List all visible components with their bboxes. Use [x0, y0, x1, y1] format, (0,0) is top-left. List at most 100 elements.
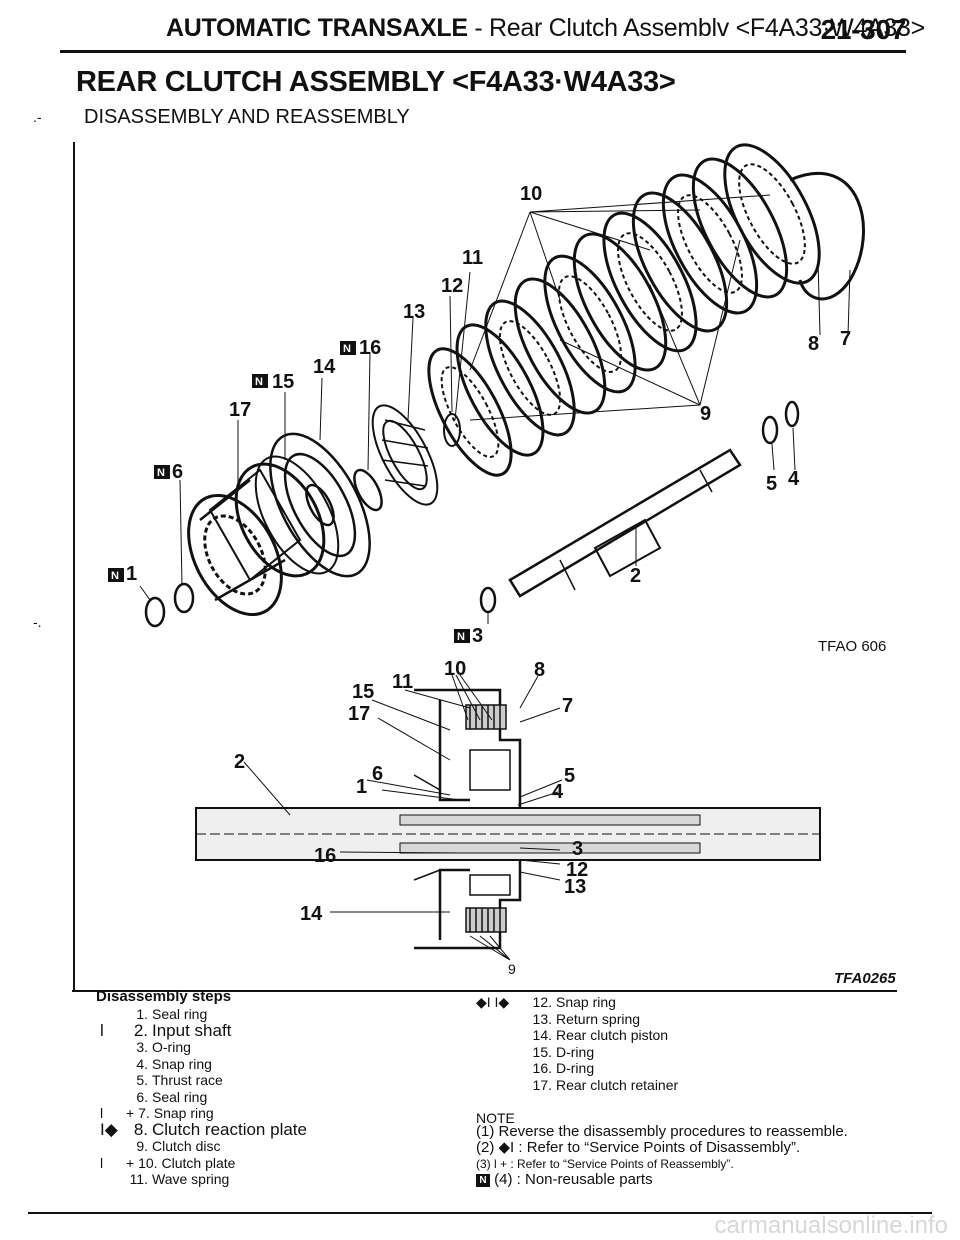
- step-16: 16.D-ring: [532, 1060, 595, 1076]
- seal-ring-6: [173, 582, 195, 614]
- section-label-6: 6: [372, 763, 383, 785]
- note-4: N (4) : Non-reusable parts: [476, 1172, 848, 1188]
- snap-ring-7: [789, 172, 865, 301]
- label-3: 3: [472, 625, 483, 647]
- section-label-3: 3: [572, 838, 583, 860]
- non-reusable-badge-1: N: [108, 568, 124, 582]
- step-1: 1.Seal ring: [136, 1006, 208, 1022]
- footer-rule: [28, 1212, 932, 1214]
- cross-section-housing: [413, 688, 522, 950]
- label-12: 12: [441, 275, 463, 297]
- label-13: 13: [403, 301, 425, 323]
- section-view-labels: 11 10 8 15 17 7 2 6 1 5 4 16 3 12 13 14 …: [234, 658, 588, 977]
- note-3: (3) l + : Refer to “Service Points of Re…: [476, 1157, 734, 1171]
- section-label-9: 9: [508, 961, 516, 977]
- page-header: AUTOMATIC TRANSAXLE - Rear Clutch Assemb…: [166, 14, 925, 50]
- note-heading: NOTE: [476, 1110, 515, 1126]
- non-reusable-icon: N: [476, 1173, 490, 1187]
- page-title: REAR CLUTCH ASSEMBLY <F4A33·W4A33>: [76, 66, 676, 98]
- step-15: 15.D-ring: [532, 1043, 595, 1060]
- label-9: 9: [700, 403, 711, 425]
- section-label-10: 10: [444, 658, 466, 680]
- section-label-16: 16: [314, 845, 336, 867]
- note-1: (1) Reverse the disassembly procedures t…: [476, 1123, 848, 1140]
- section-label-13: 13: [564, 876, 586, 898]
- page-number: 21-307: [820, 14, 907, 45]
- label-6: 6: [172, 461, 183, 483]
- section-leader-lines: [243, 674, 563, 961]
- figure-frame-bottom: [72, 990, 897, 992]
- return-spring: [371, 404, 439, 506]
- notes-list: (1) Reverse the disassembly procedures t…: [476, 1124, 848, 1188]
- step-17: 17.Rear clutch retainer: [532, 1076, 679, 1093]
- non-reusable-badge-15: N: [252, 374, 268, 388]
- step-10: l+ 10.Clutch plate: [100, 1154, 236, 1171]
- svg-text:N: N: [111, 570, 119, 582]
- section-label-15: 15: [352, 681, 374, 703]
- header-rule: [60, 50, 906, 53]
- label-1: 1: [126, 563, 137, 585]
- header-subject: Rear Clutch Assemblv <F4A33·W4A33>: [489, 14, 925, 42]
- section-label-2: 2: [234, 751, 245, 773]
- section-label-11: 11: [392, 671, 413, 693]
- step-6: 6.Seal ring: [136, 1088, 208, 1105]
- svg-text:N: N: [157, 467, 165, 479]
- step-4: 4.Snap ring: [136, 1055, 212, 1072]
- exploded-leader-lines: [139, 194, 851, 624]
- non-reusable-badge-16: N: [340, 341, 356, 355]
- figure-code-exploded: TFAO 606: [818, 638, 887, 655]
- label-15: 15: [272, 371, 294, 393]
- step-12: ◆I I◆12.Snap ring: [476, 994, 616, 1010]
- label-8: 8: [808, 333, 819, 355]
- exploded-view-labels: 10 11 12 13 16 14 15 17 6 1 8 7 9 5 4 2 …: [126, 183, 851, 647]
- step-11: 11.Wave spring: [129, 1171, 230, 1187]
- step-13: 13.Return spring: [532, 1010, 641, 1027]
- cross-section-shaft: [195, 807, 821, 861]
- label-7: 7: [840, 328, 851, 350]
- steps-heading: Disassembly steps: [96, 988, 232, 1005]
- rear-clutch-retainer: [187, 462, 326, 617]
- non-reusable-badge-6: N: [154, 465, 170, 479]
- figure-code-section: TFA0265: [834, 970, 896, 987]
- step-5: 5.Thrust race: [136, 1072, 223, 1088]
- note-2: (2) ◆I : Refer to “Service Points of Dis…: [476, 1139, 801, 1156]
- label-16: 16: [359, 337, 381, 359]
- step-9: 9.Clutch disc: [136, 1138, 221, 1154]
- section-label-14: 14: [300, 903, 323, 925]
- label-2: 2: [630, 565, 641, 587]
- section-label-1: 1: [356, 776, 367, 798]
- section-label-12: 12: [566, 859, 588, 881]
- non-reusable-badge-3: N: [454, 629, 470, 643]
- seal-ring-1: [144, 596, 166, 628]
- watermark: carmanualsonline.info: [714, 1212, 948, 1239]
- d-ring-15: [254, 455, 340, 575]
- svg-text:N: N: [343, 343, 351, 355]
- rear-clutch-piston: [269, 432, 371, 578]
- label-14: 14: [313, 356, 336, 378]
- thrust-race-5: [761, 415, 779, 445]
- margin-mark-middle: -.: [33, 614, 42, 630]
- input-shaft: [508, 448, 742, 598]
- label-10: 10: [520, 183, 542, 205]
- figure-frame-left: [73, 142, 75, 990]
- header-section: AUTOMATIC TRANSAXLE: [166, 14, 468, 42]
- clutch-pack-plates: [427, 143, 821, 477]
- section-label-17: 17: [348, 703, 370, 725]
- step-14: 14.Rear clutch piston: [532, 1027, 669, 1043]
- header-dash: -: [474, 14, 483, 42]
- label-4: 4: [788, 468, 800, 490]
- section-label-4: 4: [552, 781, 564, 803]
- section-label-5: 5: [564, 765, 575, 787]
- svg-text:N: N: [457, 631, 465, 643]
- page-subtitle: DISASSEMBLY AND REASSEMBLY: [84, 106, 410, 128]
- clutch-pack-inner-teeth: [440, 163, 806, 458]
- margin-mark-top: .-: [33, 109, 42, 125]
- section-label-7: 7: [562, 695, 573, 717]
- step-7: l+ 7.Snap ring: [100, 1105, 214, 1121]
- seal-ring-3: [479, 586, 497, 614]
- svg-text:N: N: [255, 376, 263, 388]
- section-label-8: 8: [534, 659, 545, 681]
- snap-ring-12: [443, 413, 461, 447]
